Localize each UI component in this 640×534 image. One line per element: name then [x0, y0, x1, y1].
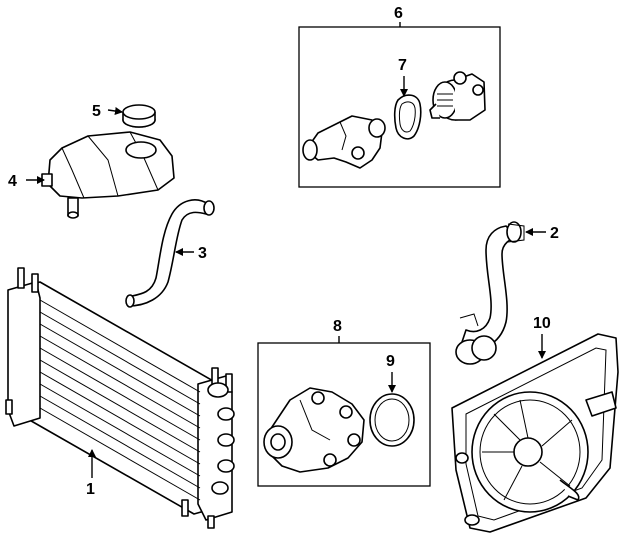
water-pump-part: [263, 387, 365, 473]
callout-7: 7: [398, 57, 407, 74]
fan-shroud-part: [451, 333, 619, 533]
callout-8: 8: [333, 318, 342, 335]
lower-hose-part: [125, 199, 215, 308]
leader-5: [107, 107, 123, 115]
thermostat-part: [429, 71, 486, 121]
upper-hose-part: [455, 221, 525, 365]
thermostat-gasket-part: [393, 94, 422, 140]
coolant-reservoir-part: [41, 131, 175, 219]
water-pump-gasket-part: [369, 393, 415, 447]
reservoir-cap-part: [122, 104, 156, 128]
radiator-fins: [39, 299, 201, 501]
thermostat-group: [298, 22, 501, 188]
callout-4: 4: [8, 173, 17, 190]
callout-1: 1: [86, 481, 95, 498]
callout-2: 2: [550, 225, 559, 242]
water-pump-group: [257, 336, 431, 487]
callout-5: 5: [92, 103, 101, 120]
water-outlet-part: [302, 115, 386, 169]
callout-10: 10: [533, 315, 551, 332]
radiator-part: [5, 267, 235, 529]
water-pump-group-box: [257, 342, 431, 487]
callout-3: 3: [198, 245, 207, 262]
callout-9: 9: [386, 353, 395, 370]
callout-6: 6: [394, 5, 403, 22]
